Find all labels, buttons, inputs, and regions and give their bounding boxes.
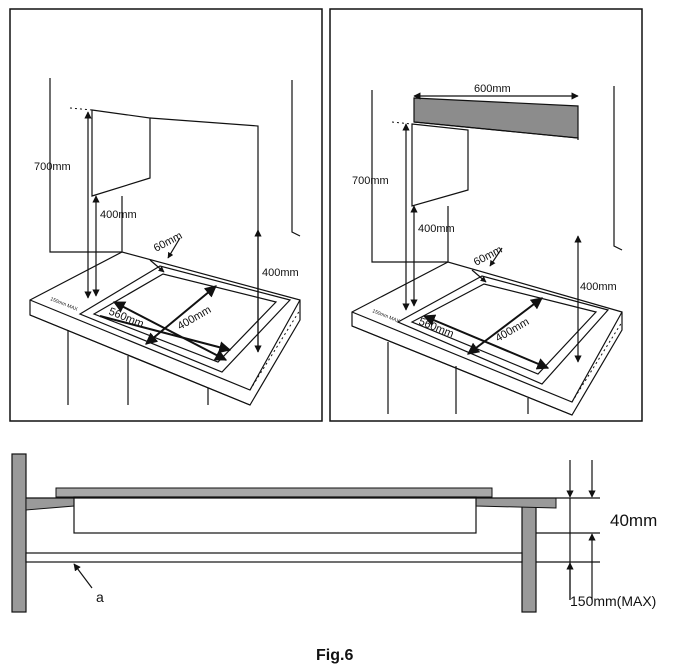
left-panel-frame	[9, 8, 323, 422]
left-700mm-label: 700mm	[34, 161, 71, 173]
right-back-wall	[371, 90, 448, 263]
right-600mm-label: 600mm	[474, 83, 511, 95]
right-installation-panel: 600mm 700mm 400mm 400mm 60mm 560mm 400mm…	[329, 8, 643, 422]
section-left-wall	[11, 453, 27, 613]
right-wall-cabinet	[411, 123, 469, 207]
left-cabinet-legs	[67, 330, 209, 405]
section-hob-body	[73, 496, 477, 534]
section-right-wall	[521, 502, 537, 613]
right-700mm-label: 700mm	[352, 175, 389, 187]
left-400mm-label: 400mm	[100, 209, 137, 221]
right-400mm-label: 400mm	[418, 223, 455, 235]
section-150mm-max-label: 150mm(MAX)	[570, 593, 656, 609]
section-shelf-a	[25, 552, 523, 563]
section-40mm-label: 40mm	[610, 511, 657, 530]
section-a-label: a	[96, 589, 104, 605]
right-side-wall	[613, 86, 623, 251]
left-side-400mm-label: 400mm	[262, 267, 299, 279]
left-wall-cabinet	[91, 109, 151, 197]
left-installation-panel: 700mm 400mm 400mm 60mm 560mm 400mm 150mm…	[9, 8, 323, 422]
figure-caption: Fig.6	[316, 647, 353, 664]
right-side-400mm-label: 400mm	[580, 281, 617, 293]
right-400-depth-arrow	[422, 314, 550, 370]
section-worktop-right	[475, 497, 557, 509]
cross-section-view: a 40mm 150mm(MAX)	[11, 453, 657, 613]
right-cabinet-legs	[387, 342, 529, 414]
section-worktop-left	[25, 497, 75, 511]
left-400-depth-arrow	[112, 301, 228, 361]
left-side-wall	[291, 80, 301, 237]
section-hob-glass	[55, 487, 493, 498]
section-a-arrow	[73, 563, 93, 589]
